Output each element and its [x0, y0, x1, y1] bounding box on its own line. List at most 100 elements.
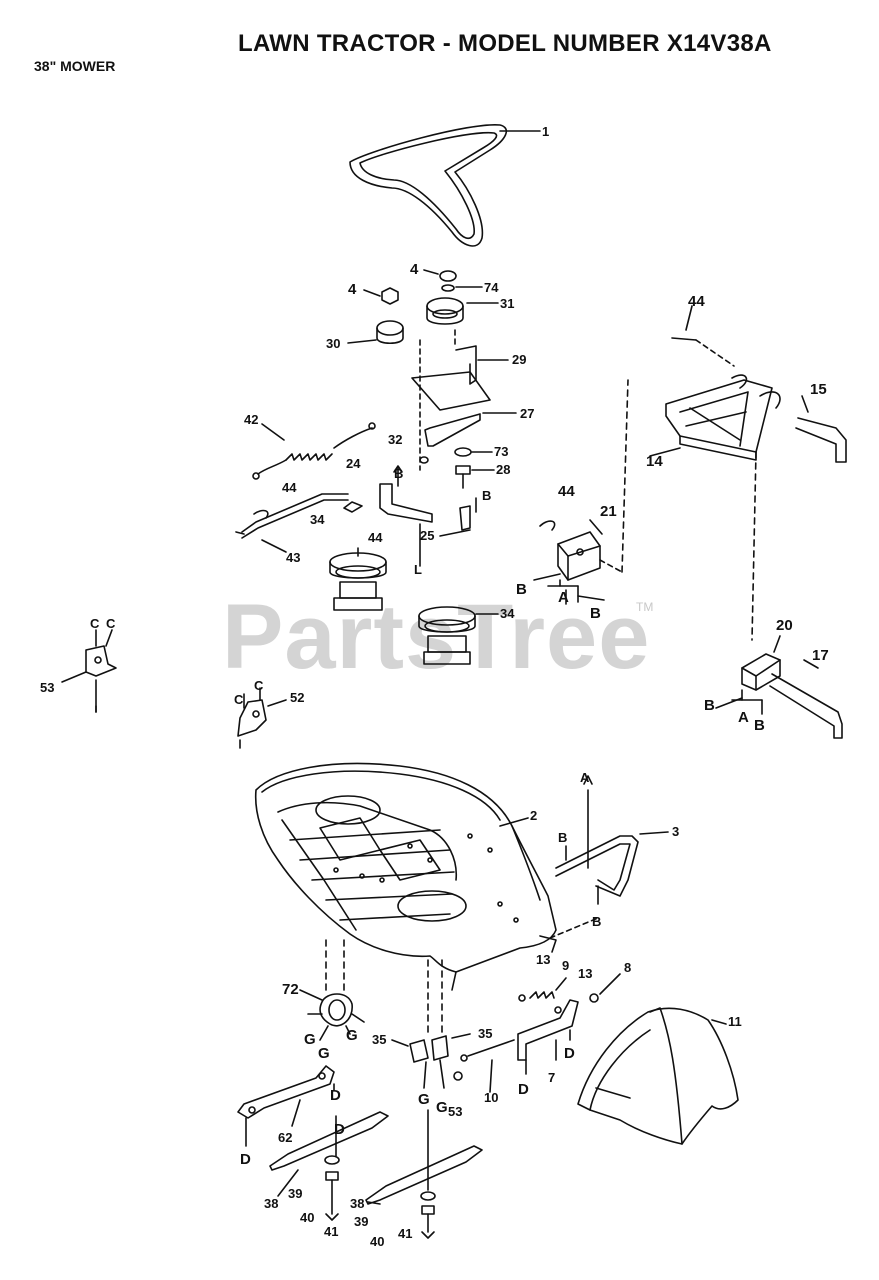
callout-4: 4	[348, 281, 357, 298]
ref-letter-g: G	[304, 1031, 316, 1048]
callout-40: 40	[370, 1234, 384, 1249]
part-14-lift-bracket[interactable]	[649, 305, 847, 641]
part-72-housing[interactable]	[299, 939, 365, 1027]
part-38-blade-right[interactable]	[365, 1145, 483, 1205]
part-35-spacers[interactable]	[391, 959, 471, 1081]
callout-34: 34	[310, 512, 325, 527]
ref-letter-b: B	[394, 466, 403, 481]
callout-4: 4	[410, 261, 419, 278]
part-7-bracket[interactable]	[460, 999, 579, 1093]
part-52-bracket[interactable]	[237, 687, 287, 737]
callout-25: 25	[420, 528, 434, 543]
callout-30: 30	[326, 336, 340, 351]
callout-9: 9	[562, 958, 569, 973]
callout-35: 35	[372, 1032, 386, 1047]
callout-21: 21	[600, 503, 617, 520]
callout-41: 41	[324, 1224, 338, 1239]
part-38-blade-left[interactable]	[269, 1111, 389, 1197]
ref-letter-c: C	[254, 678, 264, 693]
part-3-rod[interactable]	[549, 775, 669, 939]
part-39-40-41-hardware-right[interactable]	[420, 1109, 436, 1239]
ref-letter-a: A	[580, 770, 590, 785]
ref-letter-b: B	[482, 488, 491, 503]
part-11-discharge-chute[interactable]	[577, 1007, 739, 1145]
callout-74: 74	[484, 280, 499, 295]
callout-53: 53	[40, 680, 54, 695]
callout-42: 42	[244, 412, 258, 427]
callout-38: 38	[350, 1196, 364, 1211]
ref-letter-d: D	[518, 1081, 529, 1098]
part-53-bracket[interactable]	[61, 629, 117, 713]
callout-35: 35	[478, 1026, 492, 1041]
ref-letter-g: G	[318, 1045, 330, 1062]
ref-letter-b: B	[592, 914, 601, 929]
callout-40: 40	[300, 1210, 314, 1225]
part-31-pulley[interactable]	[423, 269, 499, 325]
callout-52: 52	[290, 690, 304, 705]
ref-letter-g: G	[436, 1099, 448, 1116]
part-30-idler[interactable]	[347, 287, 404, 345]
callout-7: 7	[548, 1070, 555, 1085]
ref-letter-g: G	[418, 1091, 430, 1108]
callout-13: 13	[536, 952, 550, 967]
callout-14: 14	[646, 453, 663, 470]
reference-letters: B B L B A B B A B C C C C A B B G G G G …	[90, 466, 765, 1168]
callout-31: 31	[500, 296, 514, 311]
ref-letter-b: B	[516, 581, 527, 598]
ref-letter-a: A	[738, 709, 749, 726]
callout-20: 20	[776, 617, 793, 634]
callout-labels: 1 4 4 74 31 30 29 27 42 32 73 28 24 25 4…	[40, 124, 829, 1249]
ref-letter-c: C	[234, 692, 244, 707]
callout-43: 43	[286, 550, 300, 565]
callout-11: 11	[728, 1014, 742, 1029]
part-29-27-idler-arm[interactable]	[411, 329, 517, 471]
part-34-spindle-right[interactable]	[418, 606, 499, 665]
part-2-deck[interactable]	[254, 762, 557, 991]
part-24-25-brackets[interactable]	[379, 465, 477, 567]
callout-44: 44	[368, 530, 383, 545]
callout-72: 72	[282, 981, 299, 998]
ref-letter-d: D	[334, 1121, 345, 1138]
callout-73: 73	[494, 444, 508, 459]
callout-41: 41	[398, 1226, 412, 1241]
ref-letter-b: B	[558, 830, 567, 845]
part-1-belt[interactable]	[349, 124, 541, 247]
ref-letter-a: A	[558, 589, 569, 606]
callout-17: 17	[812, 647, 829, 664]
part-43-rod[interactable]	[235, 493, 363, 553]
callout-24: 24	[346, 456, 361, 471]
callout-44: 44	[558, 483, 575, 500]
callout-8: 8	[624, 960, 631, 975]
part-9-spring[interactable]	[518, 973, 621, 1014]
ref-letter-g: G	[346, 1027, 358, 1044]
ref-letter-b: B	[754, 717, 765, 734]
ref-letter-d: D	[240, 1151, 251, 1168]
callout-29: 29	[512, 352, 526, 367]
callout-3: 3	[672, 824, 679, 839]
callout-44: 44	[688, 293, 705, 310]
callout-32: 32	[388, 432, 402, 447]
callout-27: 27	[520, 406, 534, 421]
ref-letter-d: D	[564, 1045, 575, 1062]
part-21-bracket[interactable]	[539, 379, 629, 603]
callout-38: 38	[264, 1196, 278, 1211]
watermark-trademark: TM	[636, 600, 654, 614]
watermark: PartsTree	[222, 586, 651, 688]
callout-10: 10	[484, 1090, 498, 1105]
callout-34: 34	[500, 606, 515, 621]
callout-44: 44	[282, 480, 297, 495]
part-34-spindle-left[interactable]	[329, 547, 387, 611]
callout-2: 2	[530, 808, 537, 823]
part-73-28-hardware[interactable]	[419, 447, 495, 489]
callout-1: 1	[542, 124, 549, 139]
part-62-blade-adapter[interactable]	[237, 1065, 335, 1147]
mower-size-label: 38" MOWER	[34, 58, 116, 74]
callout-39: 39	[288, 1186, 302, 1201]
callout-15: 15	[810, 381, 827, 398]
callout-13: 13	[578, 966, 592, 981]
callout-53: 53	[448, 1104, 462, 1119]
ref-letter-d: D	[330, 1087, 341, 1104]
part-39-40-41-hardware-left[interactable]	[324, 1115, 340, 1221]
part-42-spring[interactable]	[252, 422, 376, 480]
